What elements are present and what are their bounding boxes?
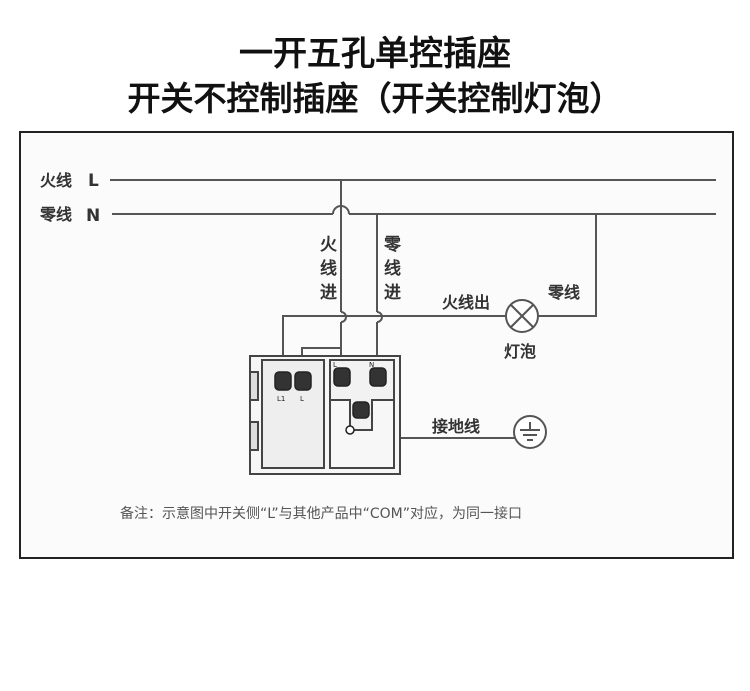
live-main-letter: L xyxy=(88,171,99,191)
lamp-neutral-label: 零线 xyxy=(547,283,580,302)
lamp-icon xyxy=(505,299,539,333)
terminal-label-socket-l: L xyxy=(333,361,337,369)
title-line-2: 开关不控制插座（开关控制灯泡） xyxy=(127,79,623,118)
title-line-1: 一开五孔单控插座 xyxy=(239,34,511,74)
jumper-wire xyxy=(301,347,341,358)
lamp-neutral-wire xyxy=(536,214,597,317)
terminal-label-l1: L1 xyxy=(277,395,285,403)
live-out-wire xyxy=(282,315,508,358)
footnote: 备注：示意图中开关侧“L”与其他产品中“COM”对应，为同一接口 xyxy=(120,505,522,522)
lamp-label: 灯泡 xyxy=(504,342,536,361)
terminal-socket-ground xyxy=(352,401,370,419)
neutral-main-letter: N xyxy=(86,206,100,226)
ground-symbol-icon xyxy=(513,415,547,449)
live-in-label: 火线进 xyxy=(320,235,338,303)
live-main-label: 火线 xyxy=(40,171,72,190)
terminal-switch-l1 xyxy=(274,371,292,391)
terminal-socket-n xyxy=(369,367,387,387)
ground-label: 接地线 xyxy=(432,417,480,436)
neutral-main-label: 零线 xyxy=(39,205,72,224)
live-out-label: 火线出 xyxy=(442,293,490,312)
terminal-label-l: L xyxy=(300,395,304,403)
terminal-socket-l xyxy=(333,367,351,387)
neutral-in-label: 零线进 xyxy=(383,235,402,303)
terminal-label-socket-n: N xyxy=(369,361,374,369)
terminal-switch-l xyxy=(294,371,312,391)
